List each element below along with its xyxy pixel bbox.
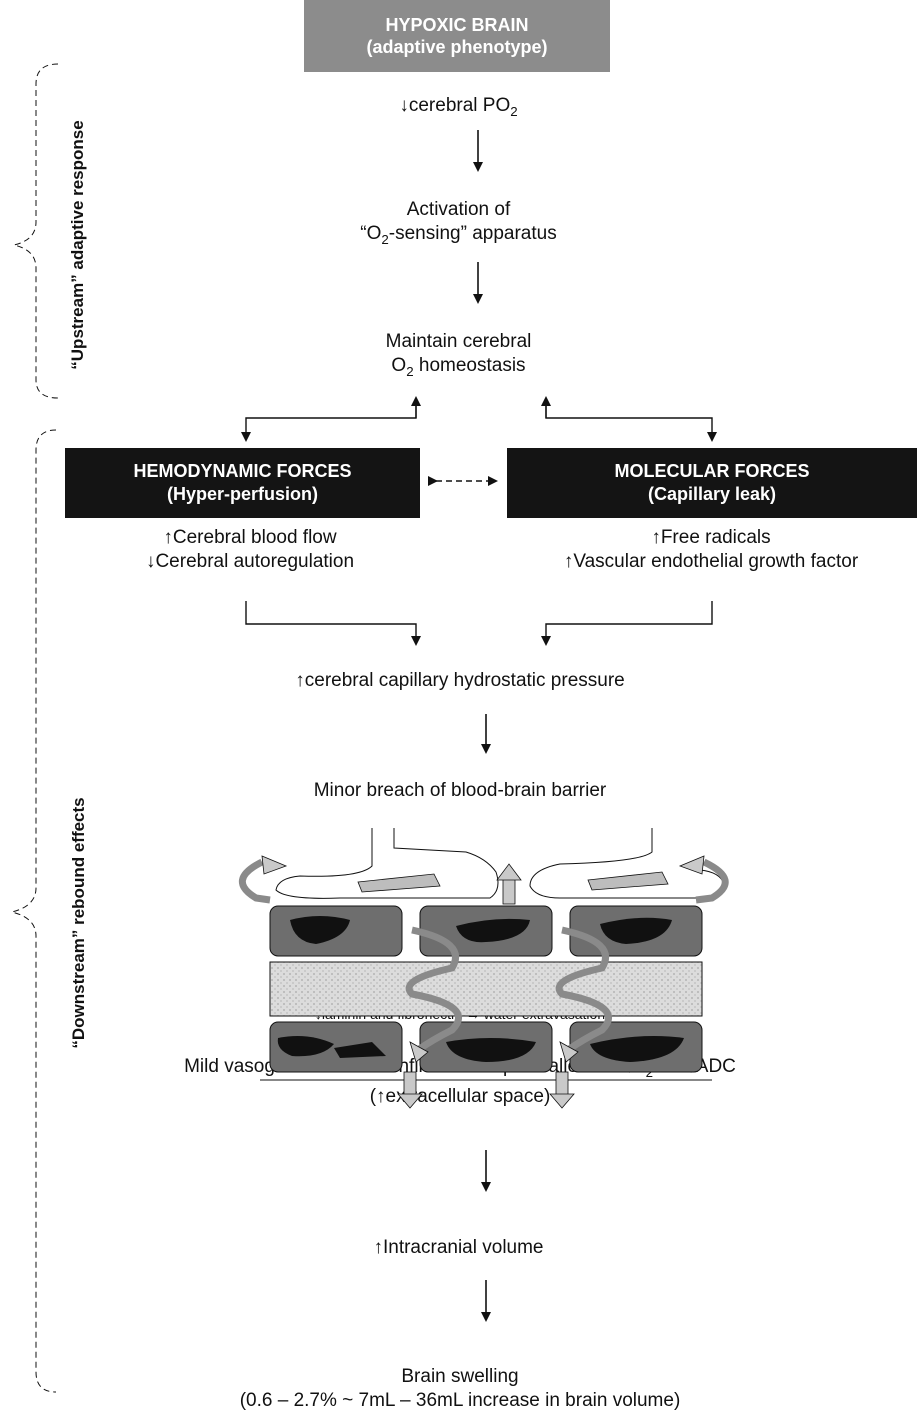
effect-autoregulation: ↓Cerebral autoregulation bbox=[145, 551, 355, 572]
hemodynamic-forces-box: HEMODYNAMIC FORCES (Hyper-perfusion) bbox=[65, 448, 420, 518]
bbb-breach-text: Minor breach of blood-brain barrier bbox=[313, 780, 607, 801]
arrow-maintain-hemodynamic bbox=[241, 400, 417, 442]
brain-swelling-text: Brain swelling (0.6 – 2.7% ~ 7mL – 36mL … bbox=[239, 1366, 681, 1411]
bbb-illustration bbox=[239, 828, 729, 1109]
activation-text: Activation of “O2-sensing” apparatus bbox=[360, 199, 557, 247]
cerebral-po2-text: ↓cerebral PO2 bbox=[399, 95, 518, 119]
hypoxic-brain-title: HYPOXIC BRAIN bbox=[385, 15, 529, 35]
hydrostatic-pressure-text: ↑cerebral capillary hydrostatic pressure bbox=[295, 670, 625, 691]
maintain-homeostasis-text: Maintain cerebral O2 homeostasis bbox=[385, 331, 532, 379]
effect-free-radicals: ↑Free radicals bbox=[651, 527, 771, 548]
hemodynamic-effects: ↑Cerebral blood flow ↓Cerebral autoregul… bbox=[110, 526, 390, 574]
downstream-brace bbox=[11, 429, 57, 1393]
hemodynamic-subtitle: (Hyper-perfusion) bbox=[166, 484, 318, 504]
arrow-hemodynamic-merge bbox=[245, 601, 421, 646]
molecular-effects: ↑Free radicals ↑Vascular endothelial gro… bbox=[505, 526, 917, 574]
hypoxic-brain-subtitle: (adaptive phenotype) bbox=[366, 37, 548, 57]
effect-vegf: ↑Vascular endothelial growth factor bbox=[563, 551, 859, 572]
effect-blood-flow: ↑Cerebral blood flow bbox=[163, 527, 337, 548]
molecular-title: MOLECULAR FORCES bbox=[614, 461, 810, 481]
hemodynamic-title: HEMODYNAMIC FORCES bbox=[133, 461, 352, 481]
hypoxic-brain-box: HYPOXIC BRAIN (adaptive phenotype) bbox=[304, 0, 610, 72]
molecular-forces-box: MOLECULAR FORCES (Capillary leak) bbox=[507, 448, 917, 518]
molecular-subtitle: (Capillary leak) bbox=[647, 484, 777, 504]
upstream-brace bbox=[13, 63, 59, 399]
arrow-maintain-molecular bbox=[545, 400, 717, 442]
intracranial-volume-text: ↑Intracranial volume bbox=[373, 1237, 544, 1258]
arrow-molecular-merge bbox=[541, 601, 713, 646]
